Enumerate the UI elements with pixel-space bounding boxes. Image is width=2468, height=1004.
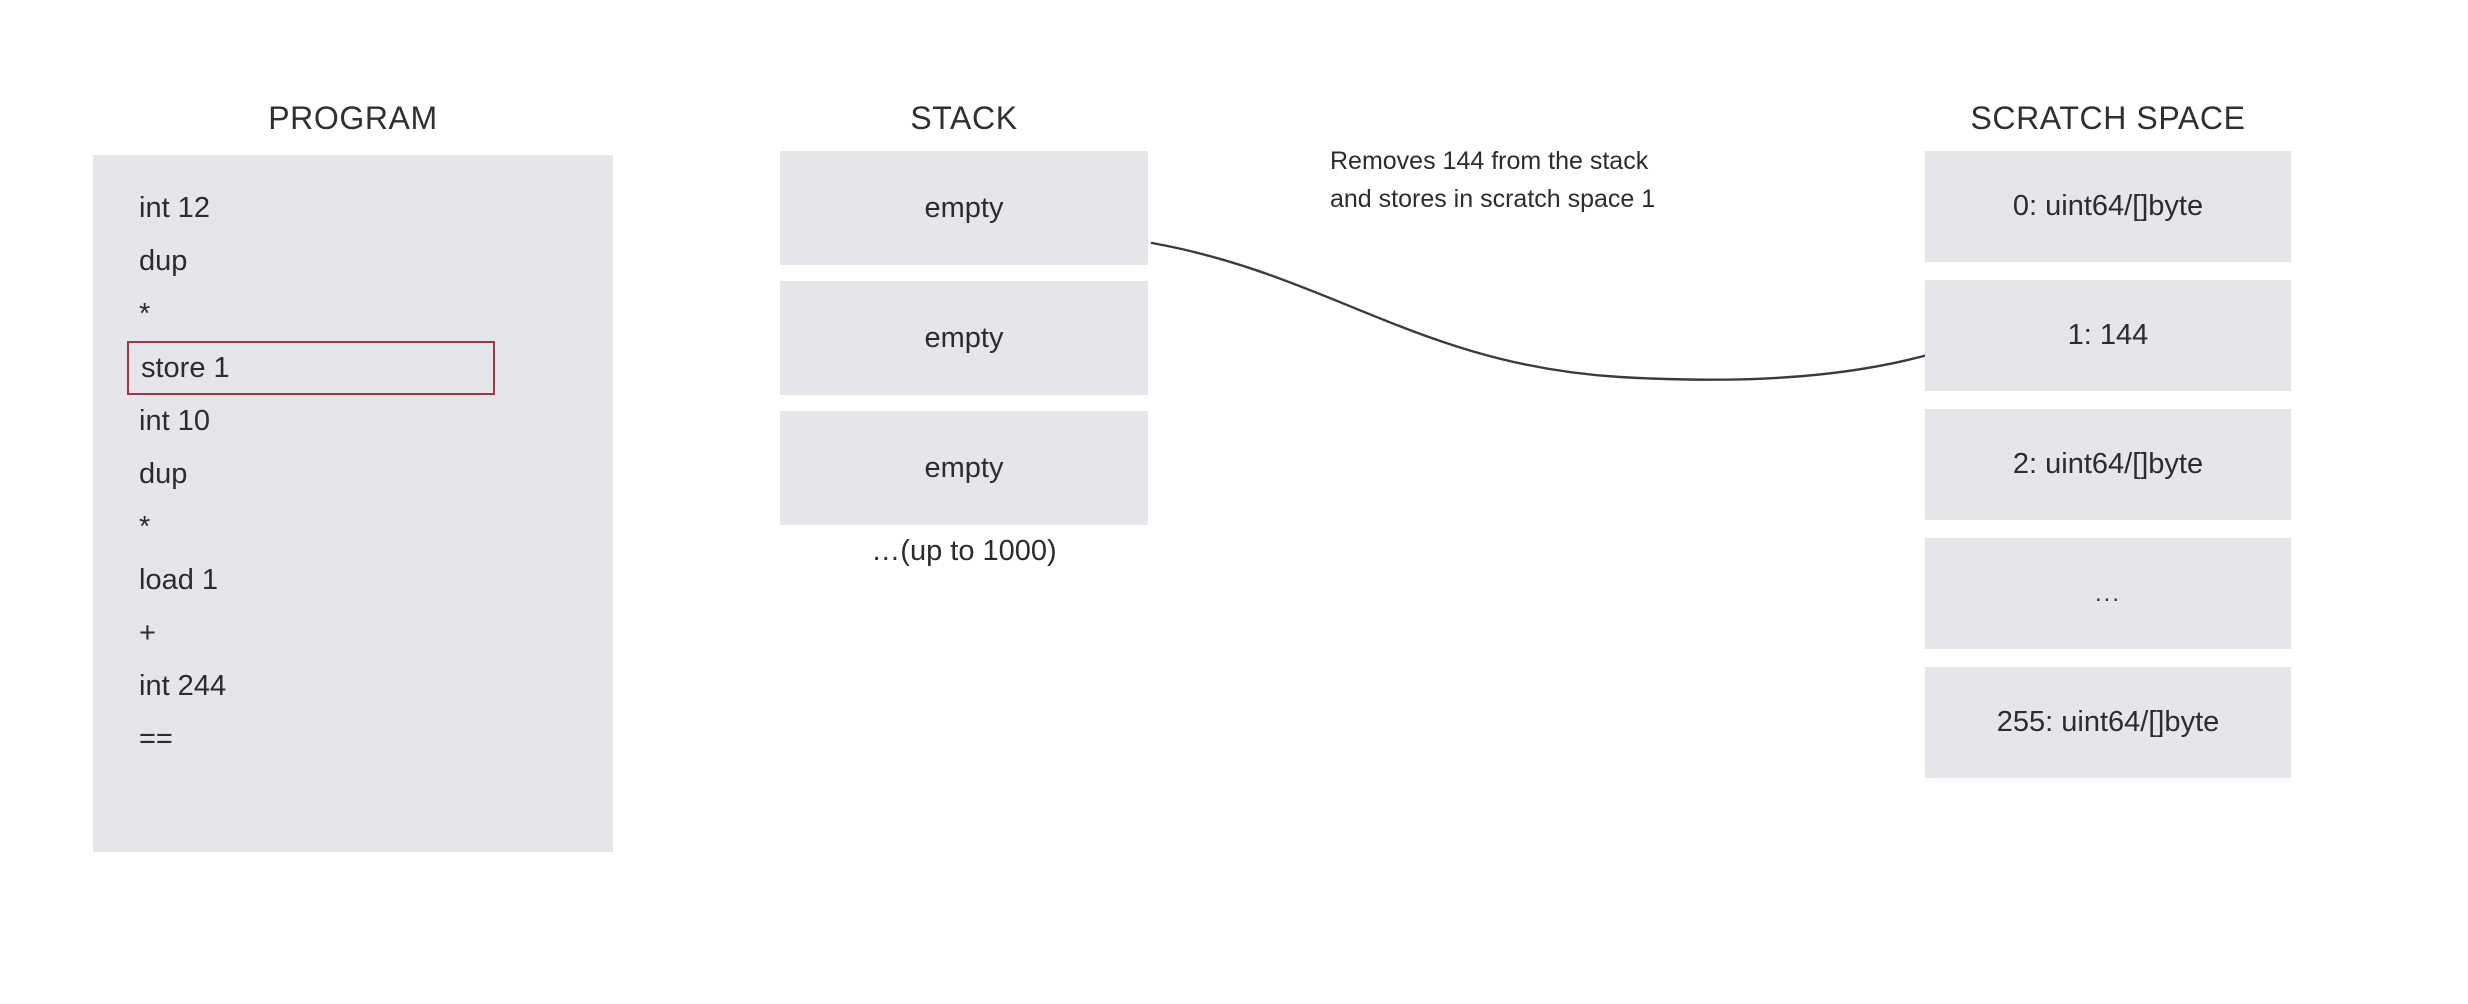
- scratch-cell-1: 1: 144: [1925, 280, 2291, 391]
- program-line: dup: [139, 458, 188, 490]
- scratch-cell-255: 255: uint64/[]byte: [1925, 667, 2291, 778]
- annotation-line-1: Removes 144 from the stack: [1330, 147, 1649, 175]
- stack-cell-list: empty empty empty: [780, 151, 1148, 541]
- program-line: load 1: [139, 564, 219, 596]
- annotation-text: Removes 144 from the stack and stores in…: [1330, 142, 1790, 218]
- program-line-highlighted-store-1[interactable]: store 1: [127, 341, 495, 395]
- program-line: *: [139, 298, 151, 330]
- stack-cell: empty: [780, 151, 1148, 265]
- program-line: ==: [139, 723, 173, 755]
- program-instruction-list: int 12 dup * store 1 int 10 dup * load 1…: [127, 182, 579, 766]
- stack-cell: empty: [780, 411, 1148, 525]
- scratch-cell-ellipsis: ...: [1925, 538, 2291, 649]
- annotation-line-2: and stores in scratch space 1: [1330, 185, 1656, 213]
- program-column-title: PROGRAM: [268, 100, 438, 136]
- program-line: int 12: [139, 192, 210, 224]
- scratch-cell-2: 2: uint64/[]byte: [1925, 409, 2291, 520]
- stack-column-title: STACK: [910, 100, 1018, 136]
- scratch-cell-0: 0: uint64/[]byte: [1925, 151, 2291, 262]
- program-line: int 10: [139, 405, 210, 437]
- program-line: int 244: [139, 670, 227, 702]
- program-panel: int 12 dup * store 1 int 10 dup * load 1…: [93, 155, 613, 852]
- flow-arrow-icon: [1150, 241, 1980, 381]
- stack-capacity-note: …(up to 1000): [871, 535, 1057, 567]
- program-line: dup: [139, 245, 188, 277]
- program-line: *: [139, 511, 151, 543]
- stack-cell: empty: [780, 281, 1148, 395]
- program-line: +: [139, 617, 156, 649]
- scratch-space-column-title: SCRATCH SPACE: [1970, 100, 2246, 136]
- scratch-space-cell-list: 0: uint64/[]byte 1: 144 2: uint64/[]byte…: [1925, 151, 2291, 796]
